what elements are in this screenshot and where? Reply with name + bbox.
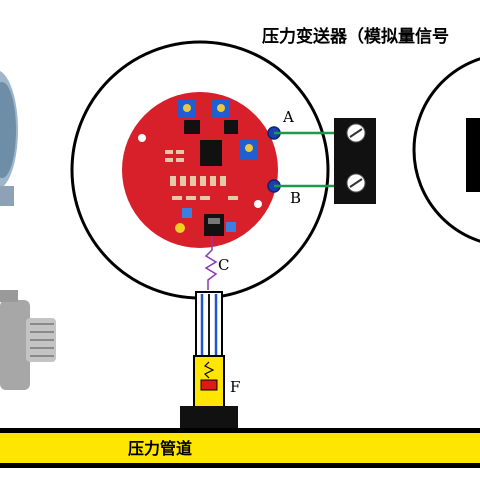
terminal-label-a: A (283, 108, 294, 126)
terminal-block-icon (334, 118, 376, 204)
pressure-transmitter-photo (0, 71, 18, 206)
pressure-pipe (0, 428, 480, 468)
sensor-cable (204, 236, 218, 290)
circuit-board-icon (122, 92, 281, 248)
valve-label-f: F (230, 378, 241, 396)
cable-label-c: C (218, 256, 230, 274)
valve-icon (193, 355, 225, 409)
pressure-port (195, 291, 223, 357)
mounting-flange (180, 406, 238, 432)
display-housing-circle (412, 57, 480, 243)
page-title: 压力变送器（模拟量信号 (262, 27, 449, 47)
terminal-label-b: B (290, 189, 302, 207)
pressure-fitting-photo (0, 290, 56, 390)
pipe-label: 压力管道 (128, 439, 193, 458)
